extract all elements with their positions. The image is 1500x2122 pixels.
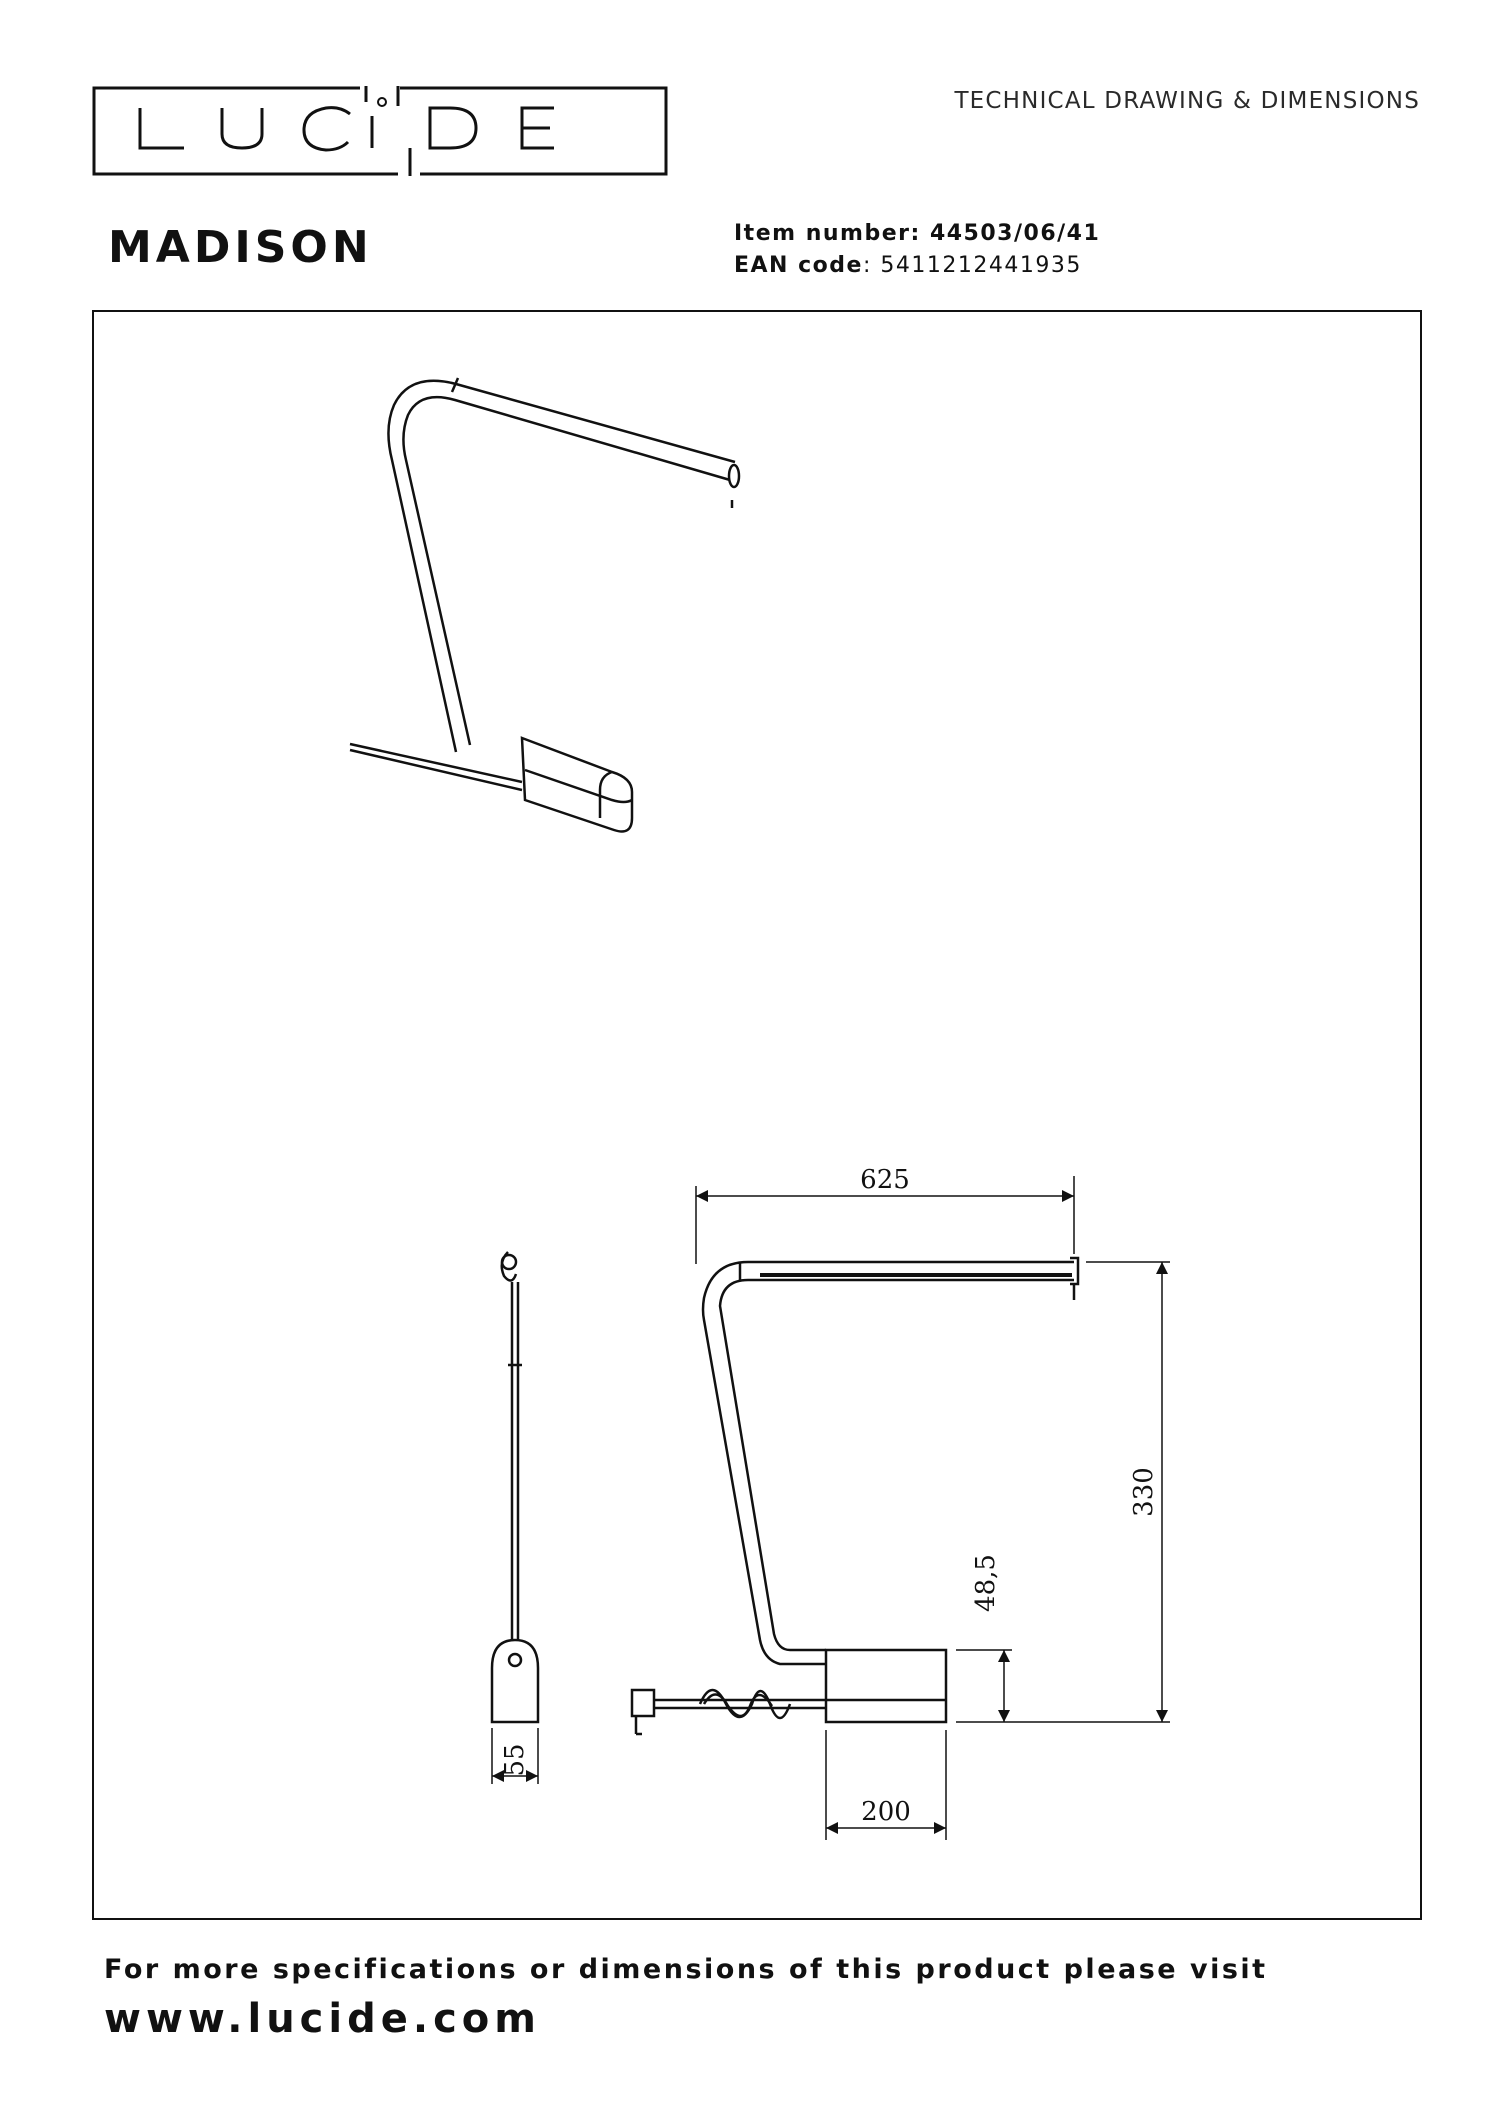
front-view-dimensions: [695, 1176, 1170, 1840]
dim-base-height: 48,5: [971, 1554, 1001, 1612]
lucide-logo: [92, 86, 668, 176]
item-number-row: Item number: 44503/06/41: [734, 218, 1100, 250]
product-name: MADISON: [108, 222, 373, 273]
footer-text: For more specifications or dimensions of…: [104, 1954, 1268, 1985]
lamp-perspective-view: [349, 377, 741, 833]
lamp-front-view: [630, 1256, 1080, 1736]
product-meta: Item number: 44503/06/41 EAN code: 54112…: [734, 218, 1100, 282]
ean-row: EAN code: 5411212441935: [734, 250, 1100, 282]
lamp-side-view: [490, 1251, 540, 1784]
item-number-value: 44503/06/41: [929, 221, 1101, 246]
item-number-label: Item number:: [734, 221, 930, 246]
dim-height: 330: [1129, 1467, 1159, 1517]
dim-base-length: 200: [861, 1797, 911, 1827]
ean-label: EAN code: [734, 253, 863, 278]
drawing-frame: [92, 310, 1422, 1920]
dim-width: 625: [860, 1165, 910, 1195]
document-type: TECHNICAL DRAWING & DIMENSIONS: [954, 88, 1420, 114]
dim-base-width: 55: [500, 1743, 530, 1776]
website-link[interactable]: www.lucide.com: [104, 1996, 541, 2042]
ean-value: : 5411212441935: [862, 253, 1082, 278]
